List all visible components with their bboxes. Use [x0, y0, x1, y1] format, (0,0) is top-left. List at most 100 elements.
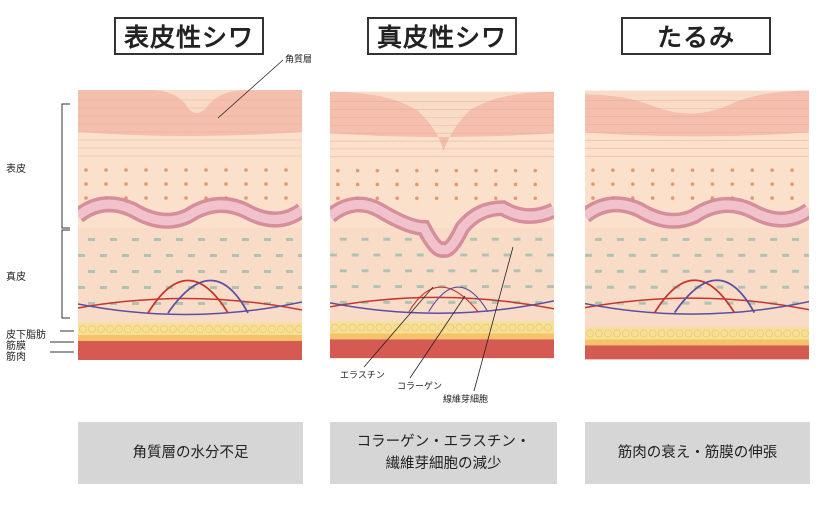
cell-nucleus: [750, 182, 755, 186]
fiber-mark: [298, 254, 302, 257]
cell-nucleus: [650, 168, 655, 173]
fiber-mark: [503, 253, 511, 257]
fiber-mark: [373, 285, 381, 289]
cell-nucleus: [790, 196, 794, 200]
fiber-mark: [535, 300, 543, 304]
cell-nucleus: [375, 182, 380, 187]
cell-nucleus: [730, 182, 735, 186]
caption-text-line1: コラーゲン・エラスチン・: [356, 434, 531, 450]
fiber-mark: [264, 238, 271, 241]
cell-nucleus: [611, 182, 615, 186]
fiber-mark: [426, 300, 434, 304]
fiber-mark: [383, 269, 391, 273]
fat-cell: [774, 329, 782, 338]
fiber-mark: [491, 300, 499, 304]
fiber-mark: [606, 253, 614, 257]
cell-nucleus: [104, 168, 108, 172]
fiber-mark: [792, 237, 800, 241]
fat-cell: [586, 329, 594, 338]
fiber-mark: [682, 269, 690, 273]
fiber-mark: [525, 253, 533, 257]
fiber-mark: [448, 300, 456, 304]
fiber-mark: [770, 237, 778, 241]
fiber-mark: [616, 301, 624, 305]
fiber-mark: [88, 270, 95, 273]
basal-layer-inner: [585, 199, 809, 226]
fat-cell: [348, 323, 357, 332]
fiber-mark: [535, 269, 543, 273]
cell-nucleus: [591, 182, 595, 186]
fat-cell: [639, 329, 648, 338]
cell-nucleus: [224, 182, 228, 186]
elastin-arc: [673, 279, 756, 314]
fiber-mark: [276, 254, 283, 257]
fiber-mark: [470, 269, 478, 273]
cell-nucleus: [164, 168, 168, 172]
muscle-layer: [78, 341, 302, 360]
fat-cell: [702, 329, 711, 338]
fiber-mark: [770, 269, 778, 273]
fiber-mark: [154, 302, 161, 305]
cell-nucleus: [244, 182, 248, 186]
fiber-mark: [716, 285, 724, 289]
fat-cell: [711, 329, 720, 338]
title-dermal-wrinkle: 真皮性シワ: [367, 17, 517, 55]
cell-nucleus: [84, 168, 88, 172]
fiber-mark: [748, 237, 756, 241]
label-subcutaneous-fat: 皮下脂肪: [6, 330, 46, 341]
cell-nucleus: [474, 168, 478, 173]
fiber-mark: [383, 237, 391, 241]
fiber-mark: [88, 238, 95, 241]
fat-cell: [517, 323, 526, 332]
cell-nucleus: [395, 168, 399, 173]
cell-nucleus: [124, 182, 128, 186]
cell-nucleus: [650, 196, 655, 200]
cell-nucleus: [395, 196, 399, 201]
cell-nucleus: [104, 182, 108, 186]
cell-nucleus: [124, 168, 128, 172]
fascia-layer: [78, 335, 302, 341]
fiber-mark: [154, 238, 161, 241]
fiber-mark: [650, 285, 658, 289]
cell-nucleus: [244, 196, 248, 200]
fiber-mark: [726, 301, 734, 305]
fiber-mark: [110, 270, 117, 273]
fiber-mark: [100, 254, 107, 257]
fiber-mark: [628, 253, 636, 257]
cell-nucleus: [513, 182, 518, 187]
cell-nucleus: [336, 196, 340, 201]
cell-nucleus: [336, 168, 340, 173]
fat-cell: [595, 329, 603, 338]
skin-layers: [78, 90, 302, 360]
fiber-mark: [166, 254, 173, 257]
fiber-mark: [738, 253, 746, 257]
fiber-mark: [616, 237, 624, 241]
stratum-corneum-layer: [585, 90, 809, 137]
fiber-mark: [264, 270, 271, 273]
fat-cell: [268, 325, 276, 333]
fat-cell: [340, 323, 348, 332]
fat-cell: [738, 329, 747, 338]
cell-nucleus: [84, 182, 88, 186]
fiber-mark: [804, 253, 809, 257]
cell-nucleus: [284, 196, 288, 200]
fiber-mark: [254, 254, 261, 257]
annotation-elastin: エラスチン: [340, 371, 385, 381]
cell-nucleus: [730, 168, 735, 173]
fat-cell: [720, 329, 729, 338]
fat-cell: [286, 325, 294, 333]
fiber-mark: [585, 285, 592, 289]
fiber-mark: [470, 300, 478, 304]
fiber-mark: [286, 302, 293, 305]
fiber-mark: [704, 237, 712, 241]
fiber-mark: [210, 286, 217, 289]
cell-nucleus: [611, 168, 615, 173]
cell-nucleus: [770, 168, 774, 173]
fat-cell: [729, 329, 738, 338]
fiber-mark: [383, 300, 391, 304]
muscle-layer: [585, 345, 809, 360]
caption-dermal: コラーゲン・エラスチン・ 繊維芽細胞の減少: [330, 422, 557, 484]
label-fascia: 筋膜: [6, 341, 26, 352]
fiber-mark: [404, 237, 412, 241]
fiber-mark: [650, 253, 658, 257]
